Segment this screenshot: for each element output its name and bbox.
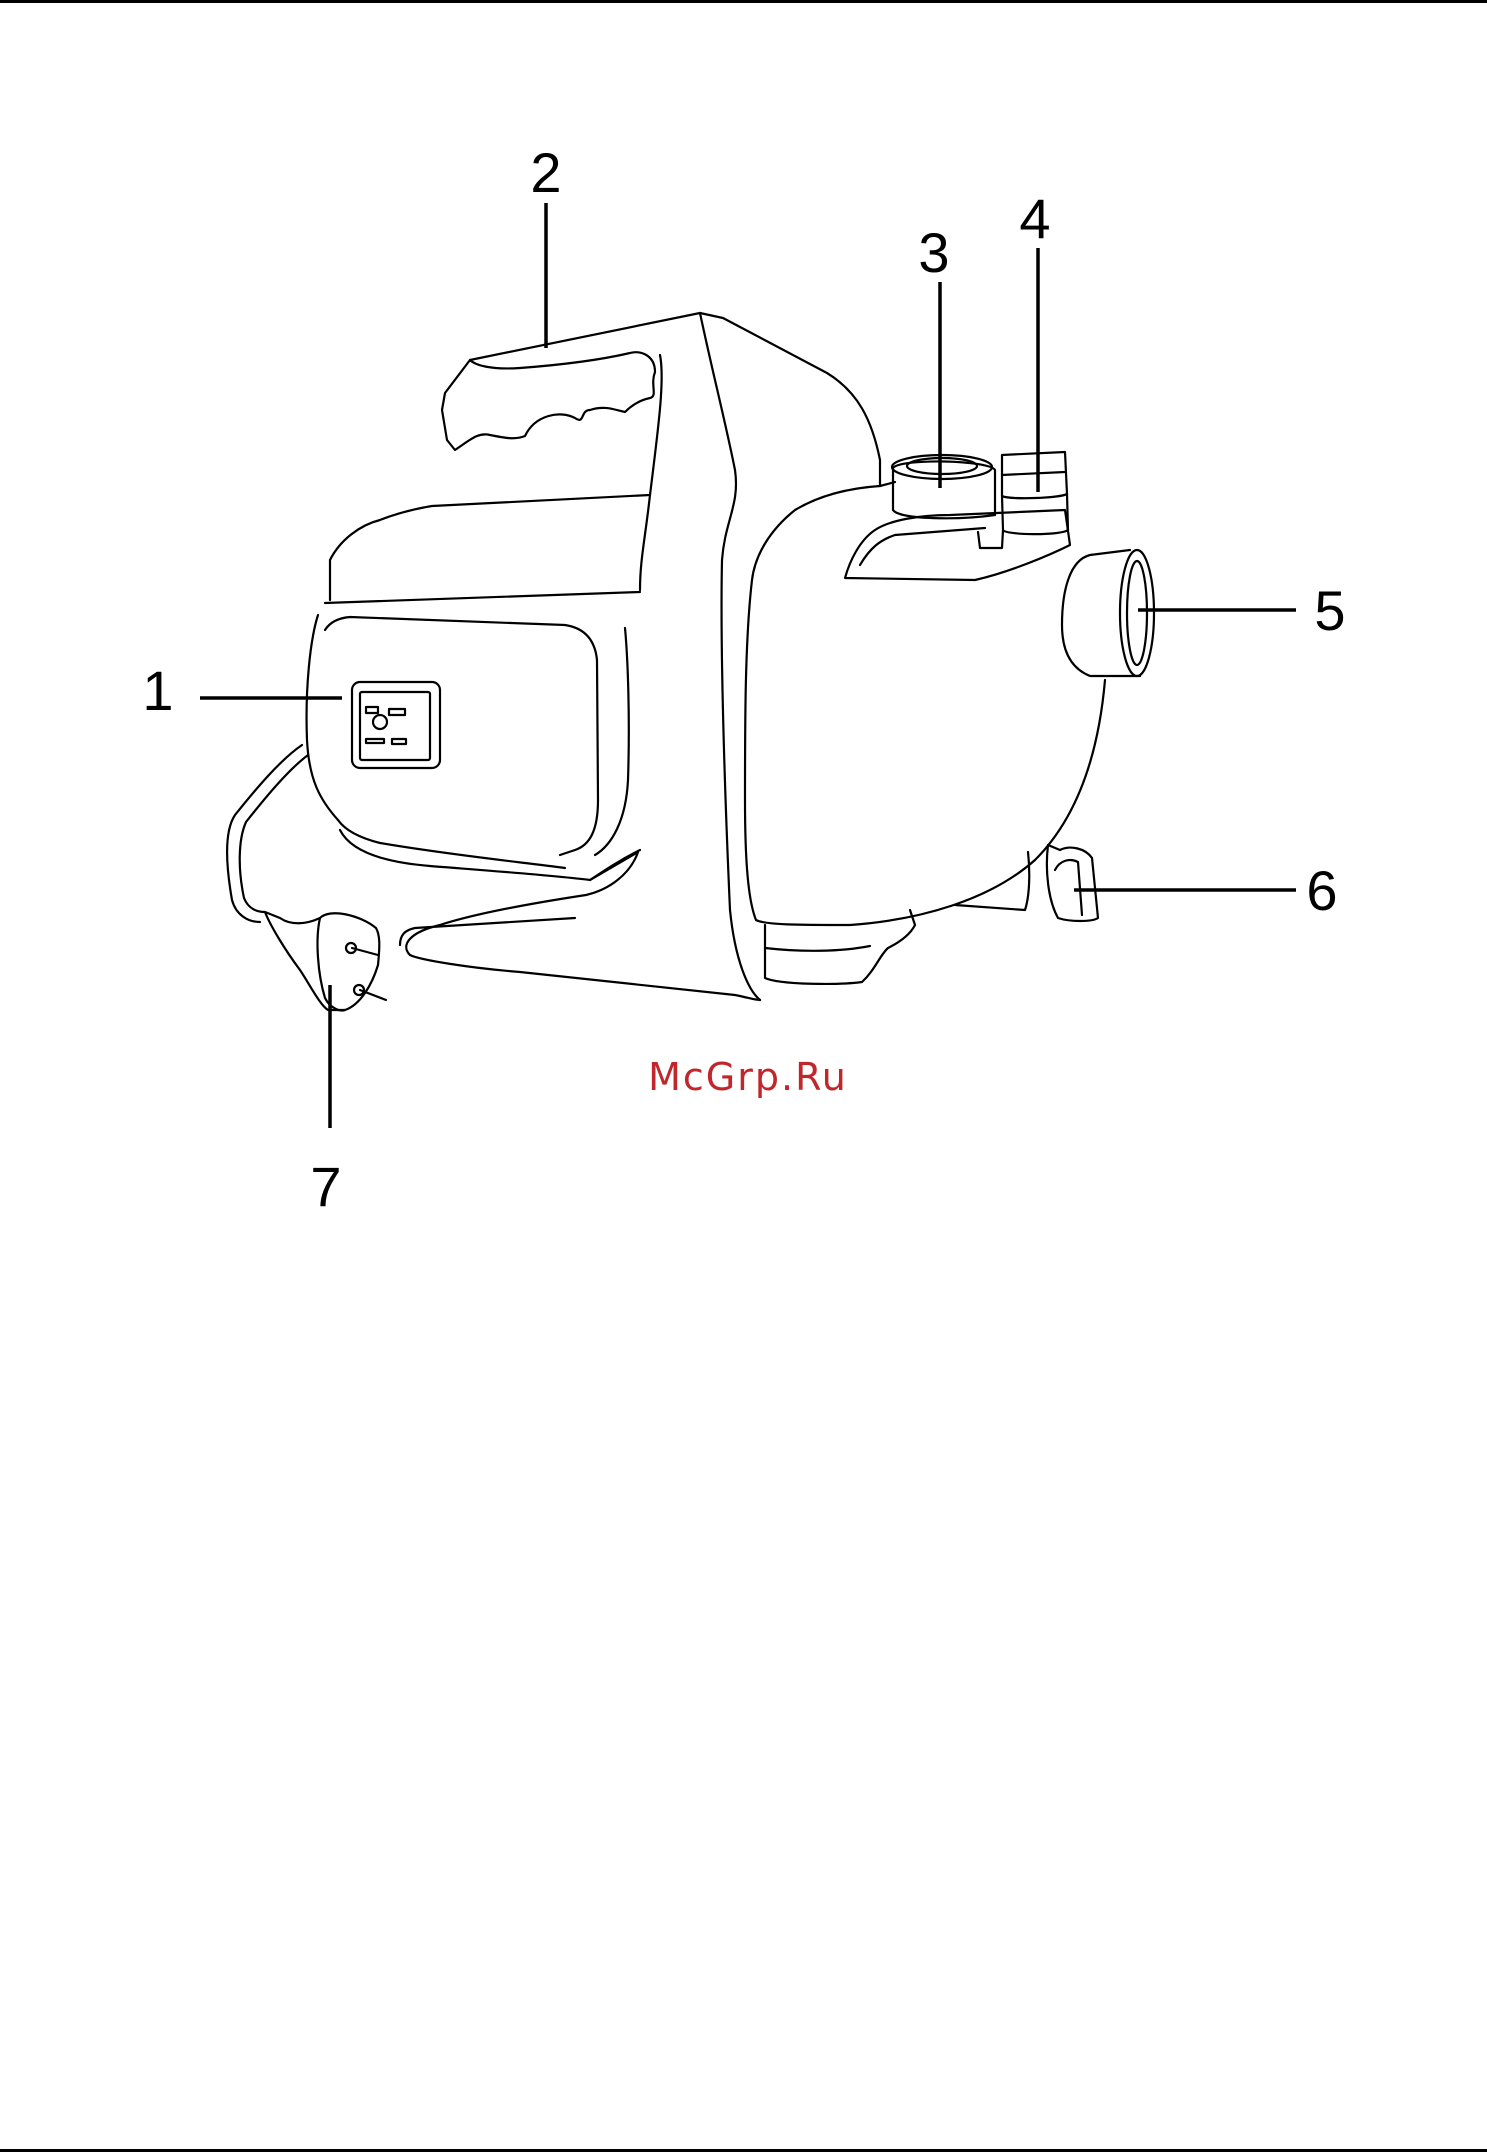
switch-contact-2	[389, 709, 405, 715]
valve-block-lower	[1002, 494, 1068, 534]
drain-plug	[1047, 845, 1098, 921]
callout-5: 5	[1314, 579, 1345, 642]
manifold-inner	[860, 528, 985, 565]
base-plate-top	[400, 918, 575, 945]
outlet-pipe-top	[1090, 550, 1130, 555]
pump-chamber	[745, 486, 1105, 925]
carry-handle	[470, 313, 880, 486]
power-switch	[352, 682, 440, 768]
outlet-pipe-inner	[1127, 561, 1147, 665]
callout-4: 4	[1019, 187, 1050, 250]
handle-grip-underside	[442, 352, 655, 450]
top-manifold	[845, 510, 1070, 580]
base-plate	[410, 955, 760, 1000]
valve-edge	[1002, 472, 1065, 475]
bottom-rule	[0, 2149, 1487, 2152]
watermark: McGrp.Ru	[648, 1055, 848, 1099]
switch-button	[373, 715, 387, 729]
callout-6: 6	[1306, 859, 1337, 922]
switch-contact-4	[392, 739, 406, 744]
filler-cap	[893, 461, 995, 518]
handle-front-pillar	[640, 355, 662, 590]
switch-panel-side	[595, 628, 629, 855]
outlet-pipe-rim	[1120, 550, 1154, 676]
plug-body	[265, 912, 379, 1010]
callout-3: 3	[918, 221, 949, 284]
motor-housing-seam	[325, 592, 640, 603]
valve-connector	[978, 530, 1003, 548]
switch-panel-face	[325, 617, 598, 855]
motor-housing-top	[330, 495, 650, 600]
switch-contact-1	[366, 707, 378, 713]
pump-base-top	[765, 946, 870, 951]
switch-contact-3	[366, 739, 384, 743]
switch-panel-housing	[307, 615, 565, 868]
drain-plug-grip	[1055, 860, 1082, 915]
callout-2: 2	[530, 141, 561, 204]
callout-1: 1	[142, 659, 173, 722]
pump-illustration	[227, 313, 1154, 1011]
power-cord-inner	[240, 755, 308, 912]
outlet-pipe	[1062, 555, 1140, 676]
callout-7: 7	[310, 1155, 341, 1218]
